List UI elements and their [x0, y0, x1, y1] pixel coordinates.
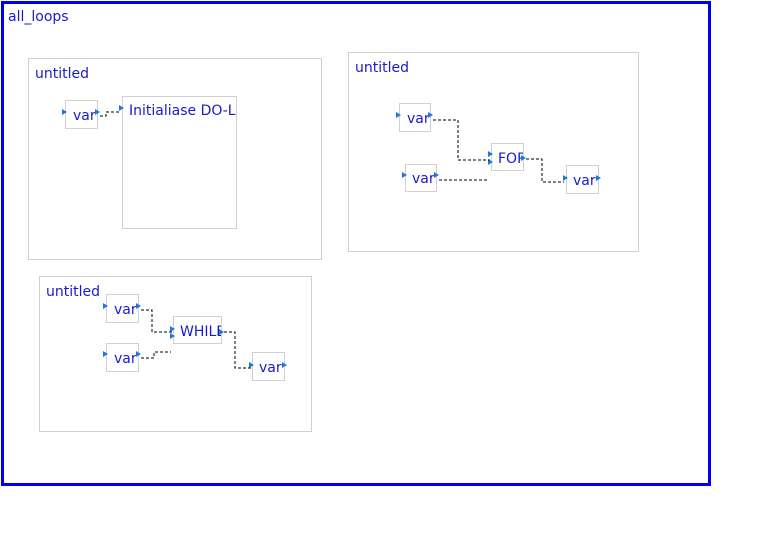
for-node[interactable]: FOR — [491, 143, 524, 171]
output-port-icon[interactable] — [282, 362, 287, 368]
node-label: var — [114, 302, 137, 318]
node-label: var — [407, 111, 430, 127]
input-port-icon[interactable] — [170, 333, 175, 339]
input-port-icon[interactable] — [103, 351, 108, 357]
output-port-icon[interactable] — [521, 155, 526, 161]
node-label: var — [259, 360, 282, 376]
node-label: var — [412, 171, 435, 187]
input-port-icon[interactable] — [563, 175, 568, 181]
input-port-icon[interactable] — [119, 105, 124, 111]
input-port-icon[interactable] — [488, 159, 493, 165]
node-label: var — [73, 108, 96, 124]
node-label: Initialiase DO-LOOP — [129, 103, 236, 119]
var-node[interactable]: var — [252, 352, 285, 381]
output-port-icon[interactable] — [136, 351, 141, 357]
group-title: untitled — [46, 284, 101, 300]
input-port-icon[interactable] — [170, 326, 175, 332]
frame-title: all_loops — [8, 9, 69, 25]
output-port-icon[interactable] — [428, 112, 433, 118]
node-label: WHILE — [180, 324, 222, 340]
node-label: var — [573, 173, 596, 189]
var-node[interactable]: var — [399, 103, 431, 132]
input-port-icon[interactable] — [488, 151, 493, 157]
input-port-icon[interactable] — [62, 109, 67, 115]
var-node[interactable]: var — [405, 164, 437, 192]
node-label: var — [114, 351, 137, 367]
output-port-icon[interactable] — [136, 303, 141, 309]
var-node[interactable]: var — [106, 294, 139, 323]
var-node[interactable]: var — [106, 343, 139, 372]
var-node[interactable]: var — [566, 165, 599, 194]
while-node[interactable]: WHILE — [173, 316, 222, 344]
output-port-icon[interactable] — [95, 109, 100, 115]
group-title: untitled — [355, 60, 410, 76]
input-port-icon[interactable] — [402, 172, 407, 178]
input-port-icon[interactable] — [249, 362, 254, 368]
initialise-do-loop-node[interactable]: Initialiase DO-LOOP — [122, 96, 237, 229]
group-title: untitled — [35, 66, 90, 82]
input-port-icon[interactable] — [103, 303, 108, 309]
output-port-icon[interactable] — [596, 175, 601, 181]
group-untitled-3[interactable]: untitled — [39, 276, 312, 432]
node-label: FOR — [498, 151, 524, 167]
input-port-icon[interactable] — [396, 112, 401, 118]
output-port-icon[interactable] — [434, 172, 439, 178]
output-port-icon[interactable] — [219, 329, 224, 335]
var-node[interactable]: var — [65, 100, 98, 129]
